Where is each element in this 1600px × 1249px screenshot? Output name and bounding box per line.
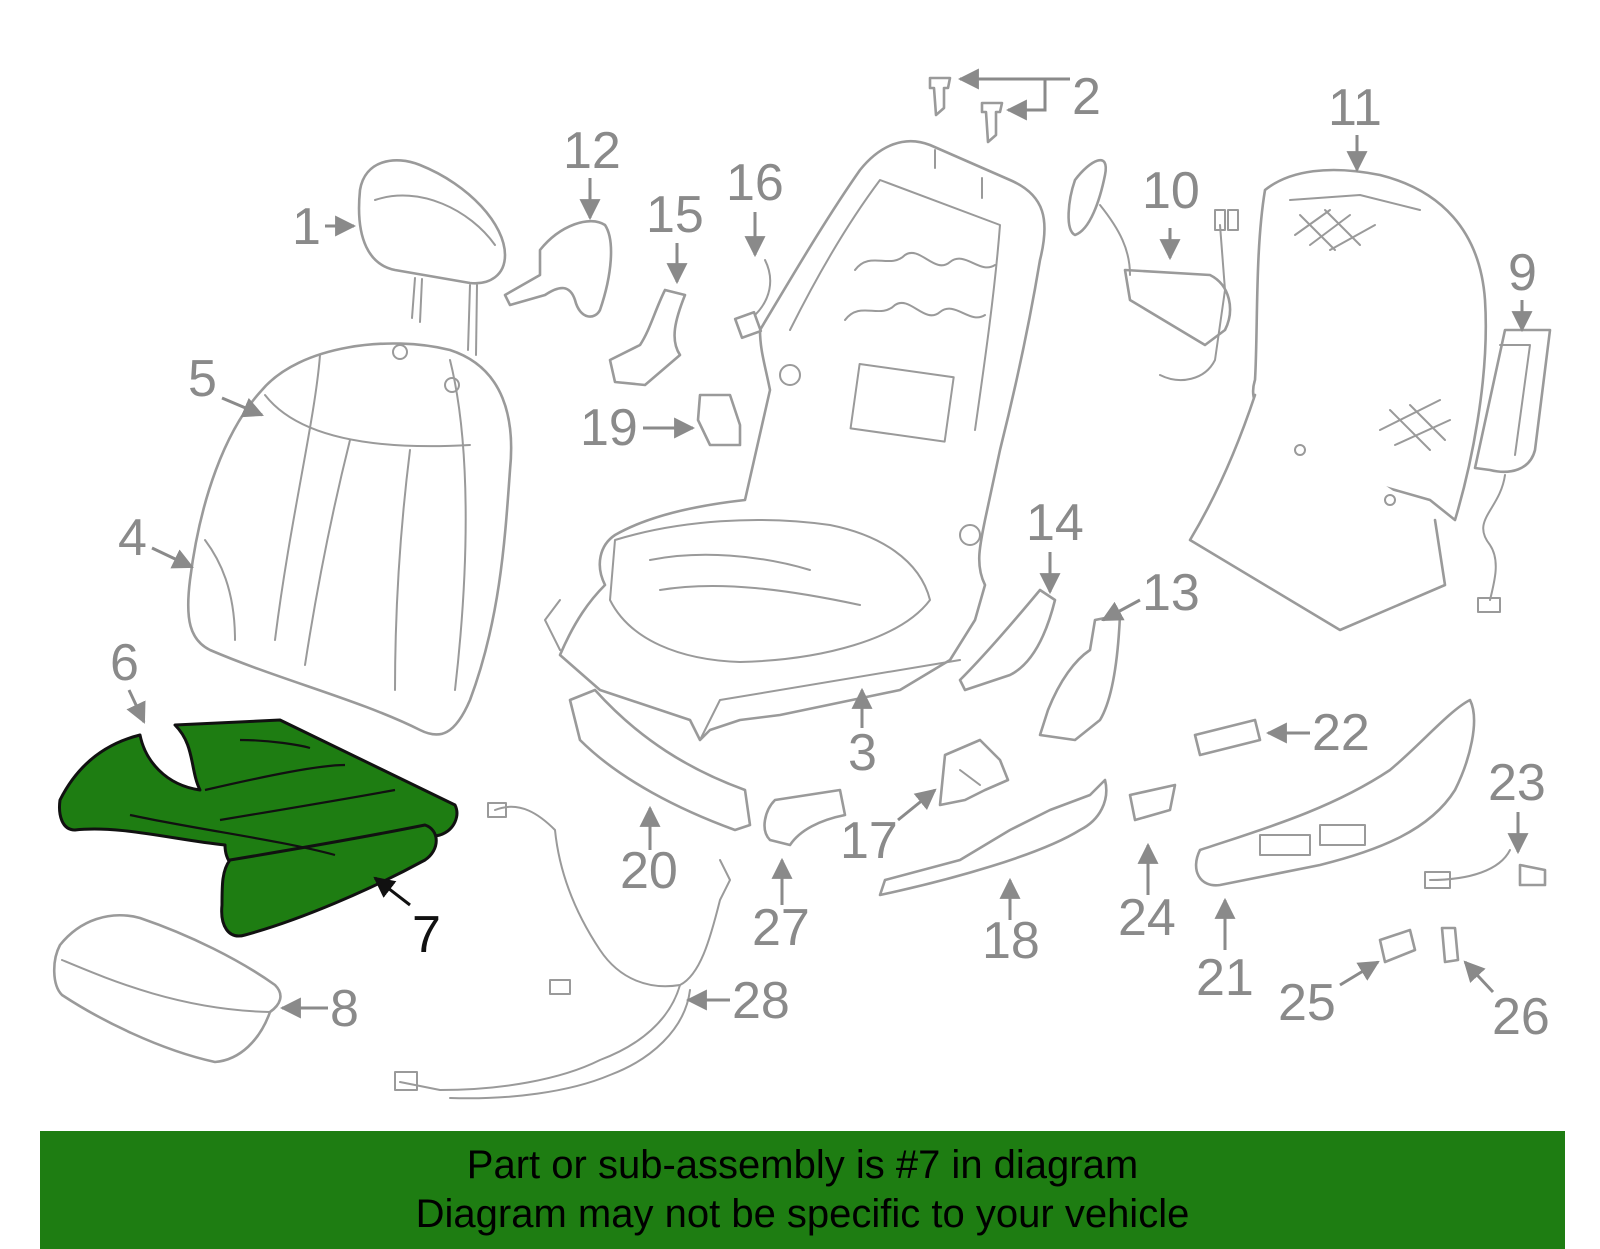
part-12-trim — [503, 219, 613, 318]
part-4-5-seatback — [186, 342, 513, 736]
callout-14: 14 — [1026, 494, 1084, 552]
part-11-back-board — [1188, 168, 1488, 632]
callout-16: 16 — [726, 154, 784, 212]
callout-12: 12 — [563, 122, 621, 180]
callout-26: 26 — [1492, 988, 1550, 1046]
part-18-side-cover — [878, 778, 1108, 897]
callout-27: 27 — [752, 899, 810, 957]
callout-17: 17 — [840, 812, 898, 870]
callout-1: 1 — [292, 198, 321, 256]
banner-line-part-number: Part or sub-assembly is #7 in diagram — [466, 1143, 1139, 1187]
callout-24: 24 — [1118, 889, 1176, 947]
part-20-front-trim — [568, 688, 752, 832]
part-23-switch-harness — [1424, 849, 1547, 889]
callout-13: 13 — [1142, 564, 1200, 622]
part-25-clip — [1378, 928, 1417, 964]
callout-9: 9 — [1508, 244, 1537, 302]
callout-labels: 1 2 3 4 5 6 7 8 9 10 11 12 13 14 15 16 1… — [110, 68, 1550, 1046]
callout-28: 28 — [732, 972, 790, 1030]
callout-19: 19 — [580, 399, 638, 457]
part-27-cover — [763, 788, 847, 847]
part-16-sensor — [733, 259, 772, 340]
banner-line-disclaimer: Diagram may not be specific to your vehi… — [415, 1192, 1190, 1236]
part-9-airbag-module — [1473, 328, 1552, 613]
callout-5: 5 — [188, 350, 217, 408]
callout-25: 25 — [1278, 974, 1336, 1032]
callout-15: 15 — [646, 186, 704, 244]
part-17-bracket — [938, 738, 1010, 807]
callout-20: 20 — [620, 842, 678, 900]
callout-8: 8 — [330, 980, 359, 1038]
part-14-bracket — [958, 588, 1057, 692]
part-26-clip — [1440, 926, 1460, 964]
part-24-bracket — [1128, 783, 1177, 822]
notice-banner: Part or sub-assembly is #7 in diagram Di… — [40, 1131, 1565, 1249]
leader-lines — [126, 68, 1533, 1019]
part-22-switch — [1193, 718, 1262, 757]
callout-18: 18 — [982, 912, 1040, 970]
part-13-bracket — [1038, 613, 1122, 742]
part-10-motor — [1067, 158, 1239, 381]
part-3-seat-frame — [544, 139, 1046, 742]
callout-22: 22 — [1312, 704, 1370, 762]
part-8-cushion-pad — [52, 914, 282, 1064]
callout-10: 10 — [1142, 162, 1200, 220]
part-1-headrest — [357, 159, 507, 356]
part-2-clips — [928, 76, 1004, 144]
callout-6: 6 — [110, 634, 139, 692]
part-28-wire-harness — [394, 802, 731, 1100]
part-15-bracket — [608, 288, 687, 387]
callout-7: 7 — [412, 906, 441, 964]
callout-21: 21 — [1196, 949, 1254, 1007]
part-19-bracket — [696, 393, 742, 447]
part-21-side-shield — [1194, 698, 1476, 887]
callout-3: 3 — [848, 724, 877, 782]
callout-2: 2 — [1072, 68, 1101, 126]
callout-11: 11 — [1328, 79, 1382, 137]
callout-23: 23 — [1488, 754, 1546, 812]
part-6-7-seat-cushion-highlight — [58, 718, 459, 938]
callout-4: 4 — [118, 509, 147, 567]
